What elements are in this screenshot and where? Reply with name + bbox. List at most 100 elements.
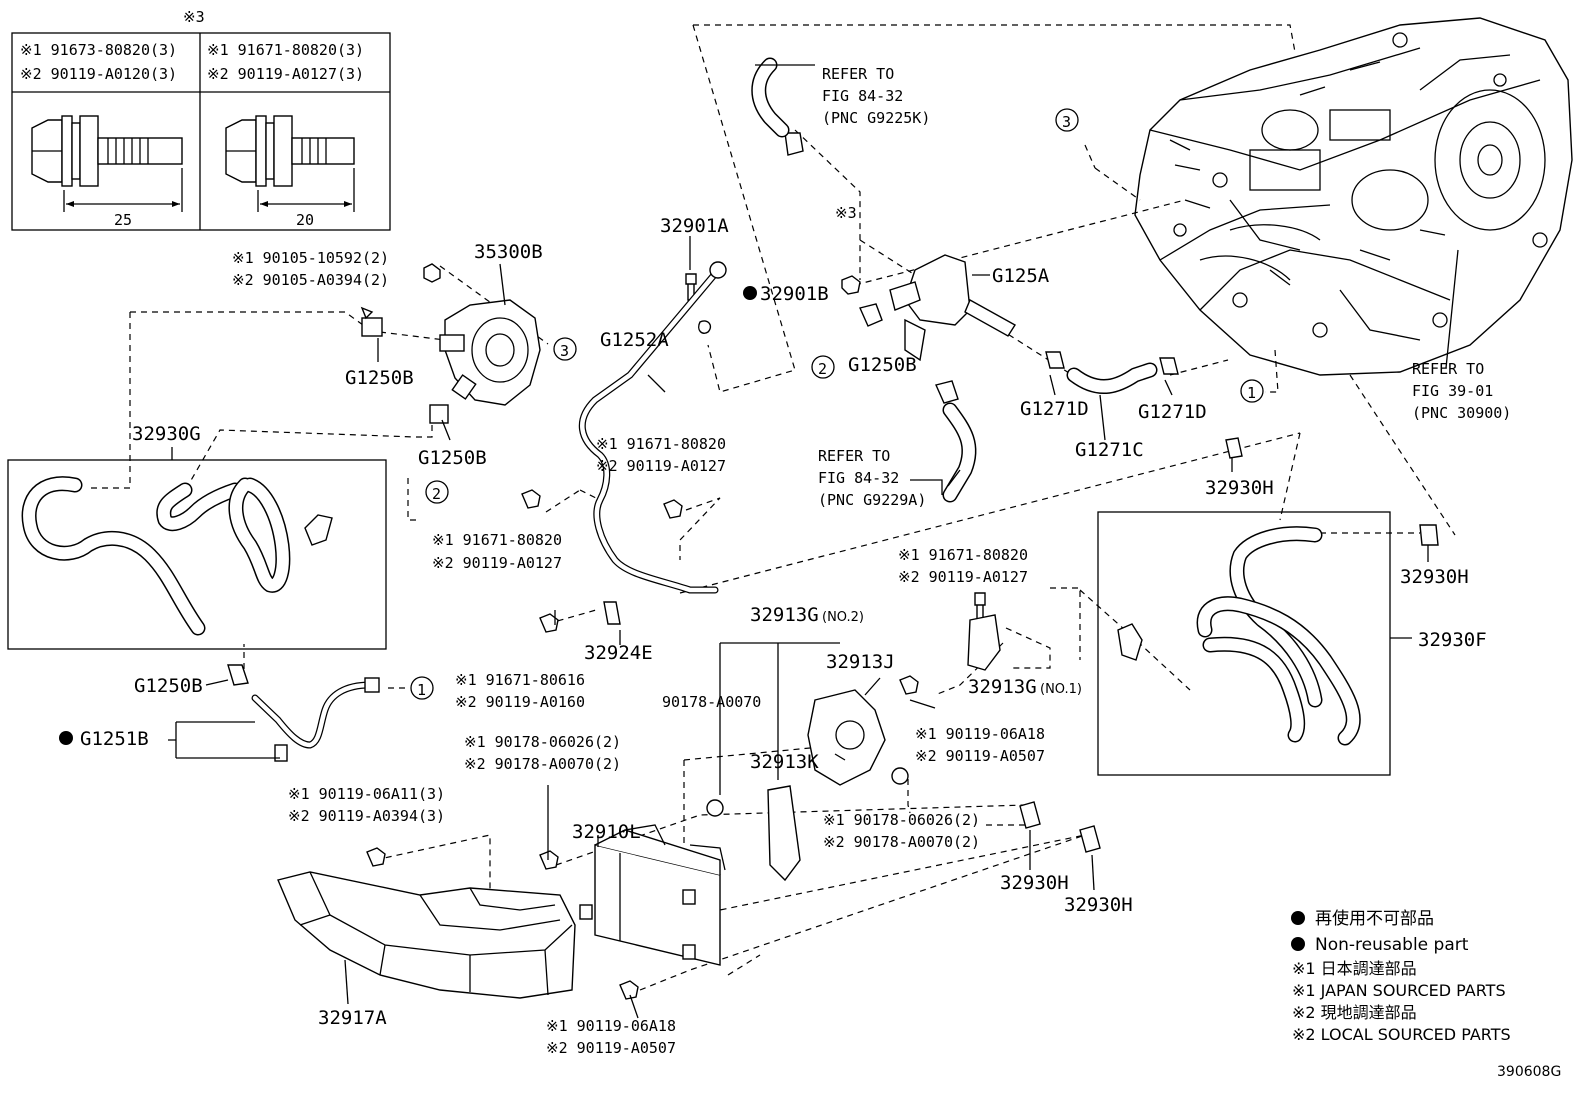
label-G1250B: G1250B [134,675,203,697]
label-bolt-a: ※1 91671-80820 [596,435,726,453]
non-reusable-dot [59,731,73,745]
brackets-32913 [767,614,1001,882]
flange-bolt-icon [31,115,183,187]
label-G1252A: G1252A [600,329,669,351]
label-G1271D: G1271D [1020,398,1089,420]
label-90178-A0070: 90178-A0070 [662,693,761,711]
label-bolt-b: ※2 90119-A0507 [915,747,1045,765]
hose-32930G [21,476,333,636]
under-cover-32917A [277,871,576,999]
label-refer-pnc: (PNC 30900) [1412,404,1511,422]
circle-ref-3 [1055,108,1079,132]
label-refer-to: REFER TO [1412,360,1484,378]
label-32910L: 32910L [572,821,641,843]
label-bolt-b: ※2 90119-A0127 [432,554,562,572]
legend-japan-jp: ※1 日本調達部品 [1292,959,1417,978]
label-32930H: 32930H [1205,477,1274,499]
svg-text:3: 3 [1062,113,1071,131]
hoses-and-pipes [251,57,1158,762]
solid-leaders [168,64,1459,1019]
figure-code: 390608G [1497,1064,1561,1080]
label-G1250B: G1250B [345,367,414,389]
label-G1271C: G1271C [1075,439,1144,461]
label-bolt-a: ※1 90119-06A11(3) [288,785,445,803]
label-32930H: 32930H [1000,872,1069,894]
legend-local-jp: ※2 現地調達部品 [1292,1003,1417,1022]
label-32913G-no1: 32913G [968,676,1037,698]
label-32913G-no2: 32913G [750,604,819,626]
label-refer-pnc: (PNC G9229A) [818,491,926,509]
label-bolt-b: ※2 90119-A0127 [898,568,1028,586]
label-32930H: 32930H [1400,566,1469,588]
label-32917A: 32917A [318,1007,387,1029]
label-bolt-a: ※1 90119-06A18 [915,725,1045,743]
label-32930F: 32930F [1418,629,1487,651]
non-reusable-dot [1291,911,1305,925]
table-col2-line1: ※1 91671-80820(3) [207,41,364,59]
svg-text:1: 1 [1247,384,1256,402]
label-32913G-no2-suffix: (NO.2) [822,610,864,625]
label-G1250B: G1250B [848,354,917,376]
label-refer-fig: FIG 84-32 [822,87,903,105]
label-bolt-a: ※1 90178-06026(2) [464,733,621,751]
circle-ref-2 [425,480,449,504]
label-32901A: 32901A [660,215,729,237]
label-refer-to: REFER TO [818,447,890,465]
label-35300B: 35300B [474,241,543,263]
svg-text:3: 3 [560,342,569,360]
legend-non-reusable-jp: 再使用不可部品 [1315,908,1434,929]
table-border [11,32,391,231]
label-bolt-a: ※1 91671-80820 [432,531,562,549]
label-bolt-b: ※2 90178-A0070(2) [464,755,621,773]
dashed-leaders [88,24,1456,991]
label-G1250B: G1250B [418,447,487,469]
label-bolt-b: ※2 90178-A0070(2) [823,833,980,851]
label-32913J: 32913J [826,651,895,673]
table-col1-line1: ※1 91673-80820(3) [20,41,177,59]
transaxle-assembly-illustration [1134,17,1573,376]
flange-bolt-icon [225,115,355,187]
legend-non-reusable-en: Non-reusable part [1315,935,1469,955]
label-32901B: 32901B [760,283,829,305]
table-col1-line2: ※2 90119-A0120(3) [20,65,177,83]
label-refer-to: REFER TO [822,65,894,83]
bolt-spec-table: ※3 ※1 91673-80820(3) ※2 90119-A0120(3) ※… [11,8,391,231]
label-G125A: G125A [992,265,1050,287]
small-fasteners [227,132,1439,1000]
circle-refs: 3 3 2 2 1 1 [410,108,1264,700]
table-col2-line2: ※2 90119-A0127(3) [207,65,364,83]
label-G1271D: G1271D [1138,401,1207,423]
table-col2-dim: 20 [296,211,314,229]
label-bolt-a: ※1 90178-06026(2) [823,811,980,829]
label-bolt-a: ※1 91671-80616 [455,671,585,689]
label-mark3: ※3 [835,204,857,222]
svg-text:2: 2 [432,485,441,503]
label-G1251B: G1251B [80,728,149,750]
water-pump-35300B [439,299,541,406]
label-bolt-b: ※2 90119-A0160 [455,693,585,711]
water-bypass-G125A [889,254,1016,362]
part-labels: 35300B ※1 90105-10592(2) ※2 90105-A0394(… [80,65,1511,1057]
svg-text:2: 2 [818,360,827,378]
legend: 再使用不可部品 Non-reusable part ※1 日本調達部品 ※1 J… [1291,908,1561,1080]
label-bolt-b: ※2 90119-A0394(3) [288,807,445,825]
circle-ref-1 [1240,379,1264,403]
non-reusable-dot [743,286,757,300]
legend-japan-en: ※1 JAPAN SOURCED PARTS [1292,981,1506,1000]
label-bolt-b: ※2 90119-A0507 [546,1039,676,1057]
circle-ref-2 [811,355,835,379]
label-bolt-b: ※2 90119-A0127 [596,457,726,475]
label-bolt-a: ※1 90119-06A18 [546,1017,676,1035]
label-32913K: 32913K [750,751,819,773]
non-reusable-dot [1291,937,1305,951]
label-32930H: 32930H [1064,894,1133,916]
label-bolt-b: ※2 90105-A0394(2) [232,271,389,289]
label-32930G: 32930G [132,423,201,445]
hose-group-box-32930F [1097,511,1391,776]
hose-32930F [1117,526,1361,746]
label-32913G-no1-suffix: (NO.1) [1040,682,1082,697]
label-bolt-a: ※1 91671-80820 [898,546,1028,564]
legend-local-en: ※2 LOCAL SOURCED PARTS [1292,1025,1511,1044]
svg-text:1: 1 [417,681,426,699]
